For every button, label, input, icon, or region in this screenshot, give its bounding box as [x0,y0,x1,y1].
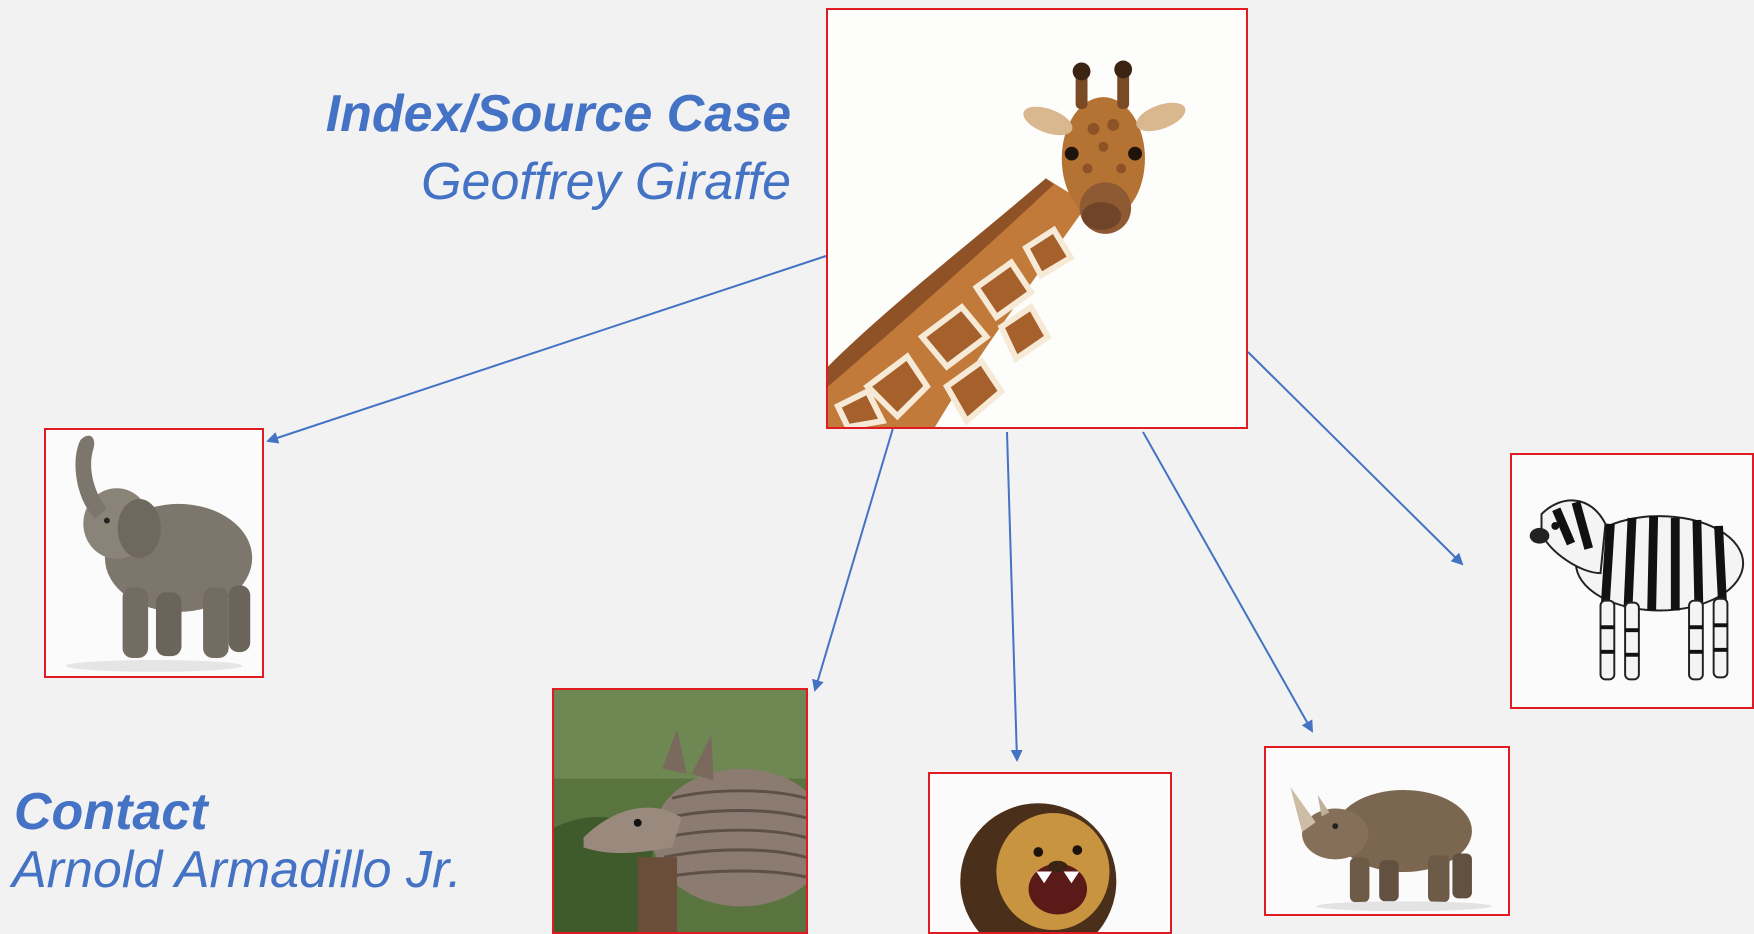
source-name: Geoffrey Giraffe [421,153,791,211]
giraffe-photo [826,8,1248,429]
source-heading: Index/Source Case [325,85,791,143]
rhino-photo [1264,746,1510,916]
contact-heading: Contact [14,783,208,841]
edge-giraffe-lion [1006,431,1023,762]
zebra-photo [1510,453,1754,709]
edge-giraffe-zebra [1247,351,1464,566]
edge-giraffe-rhino [1142,431,1313,733]
elephant-photo [44,428,264,678]
armadillo-photo [552,688,808,934]
contact-name: Arnold Armadillo Jr. [12,841,462,899]
edge-giraffe-armadillo [812,417,897,692]
edge-giraffe-elephant [266,255,827,444]
lion-photo [928,772,1172,934]
